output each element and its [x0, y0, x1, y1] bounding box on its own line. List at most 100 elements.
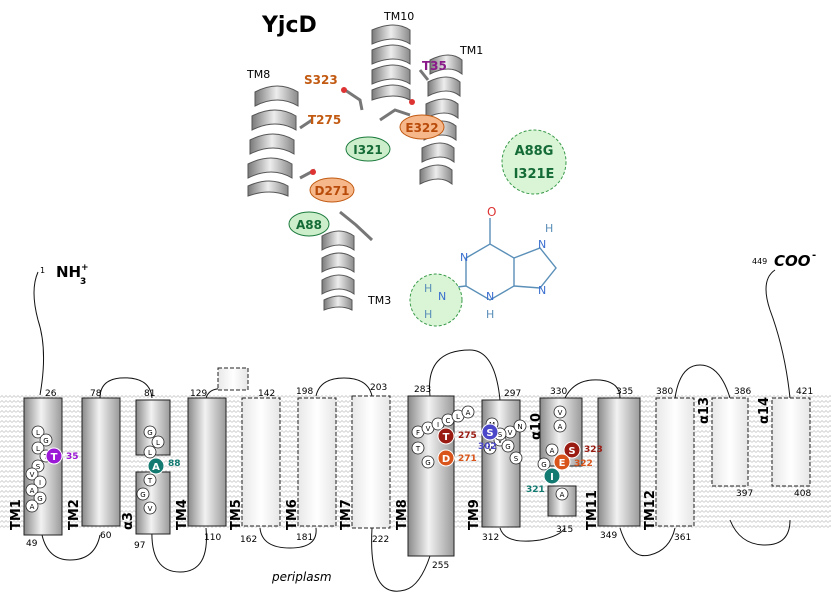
residue-numbers: 26 49 78 60 81 97 110 129 142 162 198 18…	[26, 383, 813, 571]
residue-letter: T	[147, 477, 153, 485]
helix-tm12	[655, 397, 695, 527]
helix-tm2	[81, 397, 121, 527]
helix-label-tm4: TM4	[175, 499, 190, 530]
label-d271: D271	[314, 184, 349, 198]
resnum: 397	[736, 489, 753, 499]
n-terminus-sub: 3	[80, 277, 86, 287]
residue-letter: A	[30, 487, 35, 495]
highlighted-residue-number: 271	[458, 454, 477, 464]
residue-circle	[537, 457, 551, 471]
residue-circle	[33, 491, 47, 505]
c-terminus-label: COO	[774, 252, 811, 270]
residue-circle	[553, 405, 567, 419]
residue-circle	[151, 435, 165, 449]
atom-n9: N	[538, 284, 546, 297]
residue-letter: V	[426, 425, 431, 433]
atom-n3: N	[486, 290, 494, 303]
structure-title: YjcD	[261, 13, 317, 38]
residue-letter: S	[36, 463, 41, 471]
highlighted-residue-letter: S	[568, 446, 575, 457]
helix-label-a14: α14	[757, 397, 772, 424]
resnum: 198	[296, 387, 313, 397]
atom-amino-h2: H	[424, 308, 432, 321]
label-tm1: TM1	[459, 44, 483, 57]
residue-circle	[411, 441, 425, 455]
helix-label-tm11: TM11	[585, 490, 600, 530]
residue-letter: S	[514, 455, 519, 463]
helix-tm11	[597, 397, 641, 527]
residue-circle	[31, 425, 45, 439]
tm10-ribbon	[371, 24, 411, 101]
helix-label-a10: α10	[529, 413, 544, 440]
helix-tm6	[297, 397, 337, 527]
helix-label-tm2: TM2	[67, 499, 82, 530]
mutations-circle	[501, 129, 567, 195]
highlighted-residue	[543, 467, 561, 485]
resnum: 330	[550, 387, 567, 397]
oxygen-atom-1	[341, 87, 347, 93]
resnum: 408	[794, 489, 811, 499]
residue-letter: L	[36, 445, 40, 453]
residue-letter: G	[37, 495, 42, 503]
highlighted-residue	[563, 441, 581, 459]
resnum: 81	[144, 389, 155, 399]
n-terminus-sup: +	[81, 263, 89, 273]
label-i321: I321	[353, 143, 383, 157]
highlighted-residue-number: 302	[478, 442, 497, 452]
amino-group-circle	[409, 273, 463, 327]
resnum: 255	[432, 561, 449, 571]
resnum: 421	[796, 387, 813, 397]
n-terminus-number: 1	[40, 266, 45, 275]
highlighted-residue	[45, 447, 63, 465]
topology-loops	[33, 269, 791, 592]
resnum: 297	[504, 389, 521, 399]
resnum: 380	[656, 387, 673, 397]
residue-circle	[143, 473, 157, 487]
highlighted-residue	[437, 427, 455, 445]
helix-label-tm8: TM8	[395, 499, 410, 530]
highlighted-residue-number: 322	[574, 459, 593, 469]
resnum: 349	[600, 531, 617, 541]
residue-letter: L	[456, 413, 460, 421]
residue-circle	[555, 487, 569, 501]
resnum: 283	[414, 385, 431, 395]
residue-letter: N	[517, 423, 522, 431]
residue-circle	[143, 501, 157, 515]
residue-letter: L	[36, 429, 40, 437]
residue-circle	[421, 455, 435, 469]
residue-letter: L	[156, 439, 160, 447]
residue-circle	[143, 425, 157, 439]
c-terminus-number: 449	[752, 257, 767, 266]
residue-circle	[501, 439, 515, 453]
residue-circle	[39, 433, 53, 447]
oxygen-atom-2	[409, 99, 415, 105]
residue-circle	[509, 451, 523, 465]
label-t275: T275	[308, 113, 341, 127]
helix-label-a13: α13	[697, 397, 712, 424]
i321-label-oval	[345, 136, 391, 162]
residue-circle	[25, 483, 39, 497]
residue-letter: A	[560, 491, 565, 499]
helix-a14	[771, 397, 811, 487]
atom-n1: N	[460, 251, 468, 264]
resnum: 203	[370, 383, 387, 393]
highlighted-residue-number: 35	[66, 452, 79, 462]
residue-letter: V	[30, 471, 35, 479]
resnum: 162	[240, 535, 257, 545]
residue-letter: C	[446, 417, 451, 425]
d271-label-oval	[309, 177, 355, 203]
highlighted-residue	[437, 449, 455, 467]
residue-letter: F	[416, 429, 420, 437]
helix-tm7	[351, 395, 391, 529]
helix-labels: TM1 TM2 α3 TM4 TM5 TM6 TM7 TM8 TM9 α10 T…	[9, 397, 772, 530]
atom-amino-h1: H	[424, 282, 432, 295]
residue-letter: S	[498, 431, 503, 439]
resnum: 60	[100, 531, 112, 541]
residue-letter: A	[550, 447, 555, 455]
helix-tm5-cap	[217, 367, 249, 391]
mutation-1: A88G	[515, 144, 554, 159]
resnum: 386	[734, 387, 751, 397]
label-t35: T35	[422, 59, 447, 73]
highlighted-residue-letter: A	[152, 462, 160, 473]
